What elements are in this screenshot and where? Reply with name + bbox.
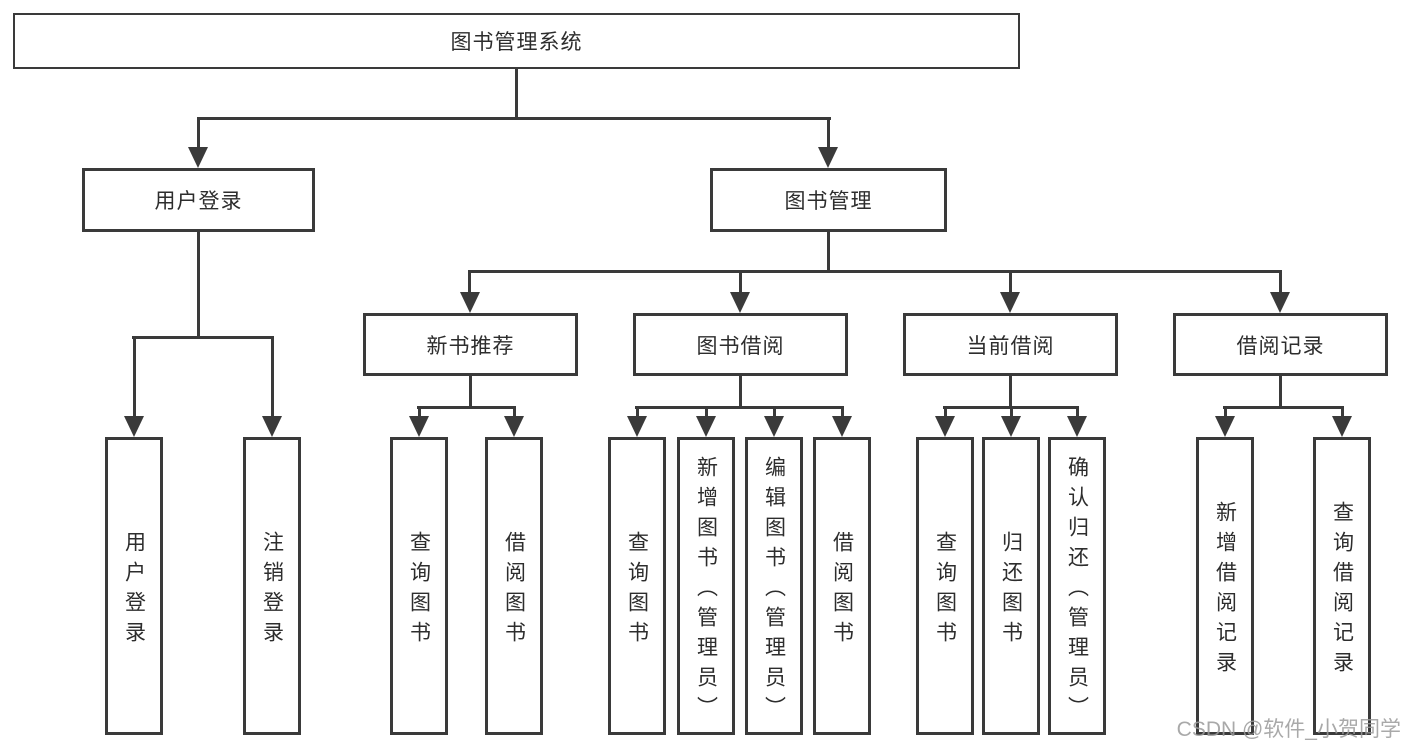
- leaf-edit-book-admin-label: 编辑图书（管理员）: [762, 455, 786, 726]
- arrowhead-g1c0: [627, 416, 647, 437]
- connector-drop-group3: [1279, 270, 1282, 295]
- connector-g1-drop1: [705, 406, 708, 419]
- arrowhead-group2: [1000, 292, 1020, 313]
- node-new-book-recommend: 新书推荐: [363, 313, 578, 376]
- arrowhead-g3c0: [1215, 416, 1235, 437]
- node-book-borrow: 图书借阅: [633, 313, 848, 376]
- connector-login-stem: [197, 232, 200, 339]
- arrowhead-logout: [262, 416, 282, 437]
- leaf-logout-label: 注销登录: [260, 530, 284, 651]
- node-new-book-recommend-label: 新书推荐: [426, 334, 515, 358]
- connector-drop-manage: [827, 117, 830, 151]
- node-root: 图书管理系统: [13, 13, 1020, 69]
- leaf-borrow-query-book-label: 查询图书: [625, 530, 649, 651]
- csdn-watermark: CSDN @软件_小贺同学: [1176, 718, 1401, 741]
- leaf-recommend-borrow-book: 借阅图书: [485, 437, 543, 735]
- arrowhead-g2c2: [1067, 416, 1087, 437]
- leaf-add-book-admin-label: 新增图书（管理员）: [694, 455, 718, 726]
- arrowhead-login: [188, 147, 208, 168]
- arrowhead-group3: [1270, 292, 1290, 313]
- node-current-borrow-label: 当前借阅: [966, 334, 1055, 358]
- connector-manage-stem: [827, 232, 830, 273]
- connector-g1-drop0: [636, 406, 639, 419]
- leaf-recommend-borrow-book-label: 借阅图书: [502, 530, 526, 651]
- arrowhead-g1c2: [764, 416, 784, 437]
- connector-manage-rail: [468, 270, 1282, 273]
- connector-drop-login: [197, 117, 200, 151]
- leaf-recommend-query-book: 查询图书: [390, 437, 448, 735]
- leaf-user-login-label: 用户登录: [122, 530, 146, 651]
- arrowhead-user-login: [124, 416, 144, 437]
- connector-g1-rail: [635, 406, 844, 409]
- leaf-query-borrow-record: 查询借阅记录: [1313, 437, 1371, 735]
- arrowhead-g2c0: [935, 416, 955, 437]
- connector-g2-drop1: [1010, 406, 1013, 419]
- connector-drop-group0: [468, 270, 471, 295]
- connector-g3-stem: [1279, 376, 1282, 409]
- leaf-add-book-admin: 新增图书（管理员）: [677, 437, 735, 735]
- leaf-user-login: 用户登录: [105, 437, 163, 735]
- connector-drop-group1: [739, 270, 742, 295]
- connector-g3-drop1: [1341, 406, 1344, 419]
- leaf-edit-book-admin: 编辑图书（管理员）: [745, 437, 803, 735]
- connector-g1-drop2: [773, 406, 776, 419]
- arrowhead-g0c0: [409, 416, 429, 437]
- connector-g2-stem: [1009, 376, 1012, 409]
- node-book-manage-branch-label: 图书管理: [784, 190, 873, 213]
- leaf-recommend-query-book-label: 查询图书: [407, 530, 431, 651]
- arrowhead-g0c1: [504, 416, 524, 437]
- connector-g0-drop1: [513, 406, 516, 419]
- leaf-logout: 注销登录: [243, 437, 301, 735]
- node-book-borrow-label: 图书借阅: [696, 334, 785, 358]
- arrowhead-manage: [818, 147, 838, 168]
- connector-g3-drop0: [1224, 406, 1227, 419]
- leaf-confirm-return-admin-label: 确认归还（管理员）: [1065, 455, 1089, 726]
- connector-g1-stem: [739, 376, 742, 409]
- connector-drop-group2: [1009, 270, 1012, 295]
- connector-g0-stem: [469, 376, 472, 409]
- arrowhead-g3c1: [1332, 416, 1352, 437]
- connector-g0-rail: [417, 406, 516, 409]
- connector-g1-drop3: [841, 406, 844, 419]
- connector-drop-logout: [271, 336, 274, 419]
- node-user-login-branch: 用户登录: [82, 168, 315, 232]
- connector-g2-drop2: [1076, 406, 1079, 419]
- node-user-login-branch-label: 用户登录: [154, 190, 243, 213]
- connector-g0-drop0: [418, 406, 421, 419]
- node-book-manage-branch: 图书管理: [710, 168, 947, 232]
- node-root-label: 图书管理系统: [450, 31, 583, 54]
- node-borrow-record-label: 借阅记录: [1236, 334, 1325, 358]
- arrowhead-group0: [460, 292, 480, 313]
- arrowhead-g1c3: [832, 416, 852, 437]
- leaf-borrow-book-label: 借阅图书: [830, 530, 854, 651]
- connector-g3-rail: [1223, 406, 1344, 409]
- connector-root-stem: [515, 68, 518, 120]
- node-current-borrow: 当前借阅: [903, 313, 1118, 376]
- leaf-add-borrow-record-label: 新增借阅记录: [1213, 500, 1237, 681]
- leaf-current-query-book-label: 查询图书: [933, 530, 957, 651]
- leaf-borrow-book: 借阅图书: [813, 437, 871, 735]
- leaf-query-borrow-record-label: 查询借阅记录: [1330, 500, 1354, 681]
- arrowhead-g1c1: [696, 416, 716, 437]
- leaf-return-book: 归还图书: [982, 437, 1040, 735]
- node-borrow-record: 借阅记录: [1173, 313, 1388, 376]
- leaf-add-borrow-record: 新增借阅记录: [1196, 437, 1254, 735]
- arrowhead-g2c1: [1001, 416, 1021, 437]
- leaf-borrow-query-book: 查询图书: [608, 437, 666, 735]
- connector-login-rail: [132, 336, 274, 339]
- leaf-current-query-book: 查询图书: [916, 437, 974, 735]
- leaf-return-book-label: 归还图书: [999, 530, 1023, 651]
- leaf-confirm-return-admin: 确认归还（管理员）: [1048, 437, 1106, 735]
- connector-root-rail: [197, 117, 831, 120]
- connector-g2-drop0: [944, 406, 947, 419]
- arrowhead-group1: [730, 292, 750, 313]
- connector-drop-user-login: [133, 336, 136, 419]
